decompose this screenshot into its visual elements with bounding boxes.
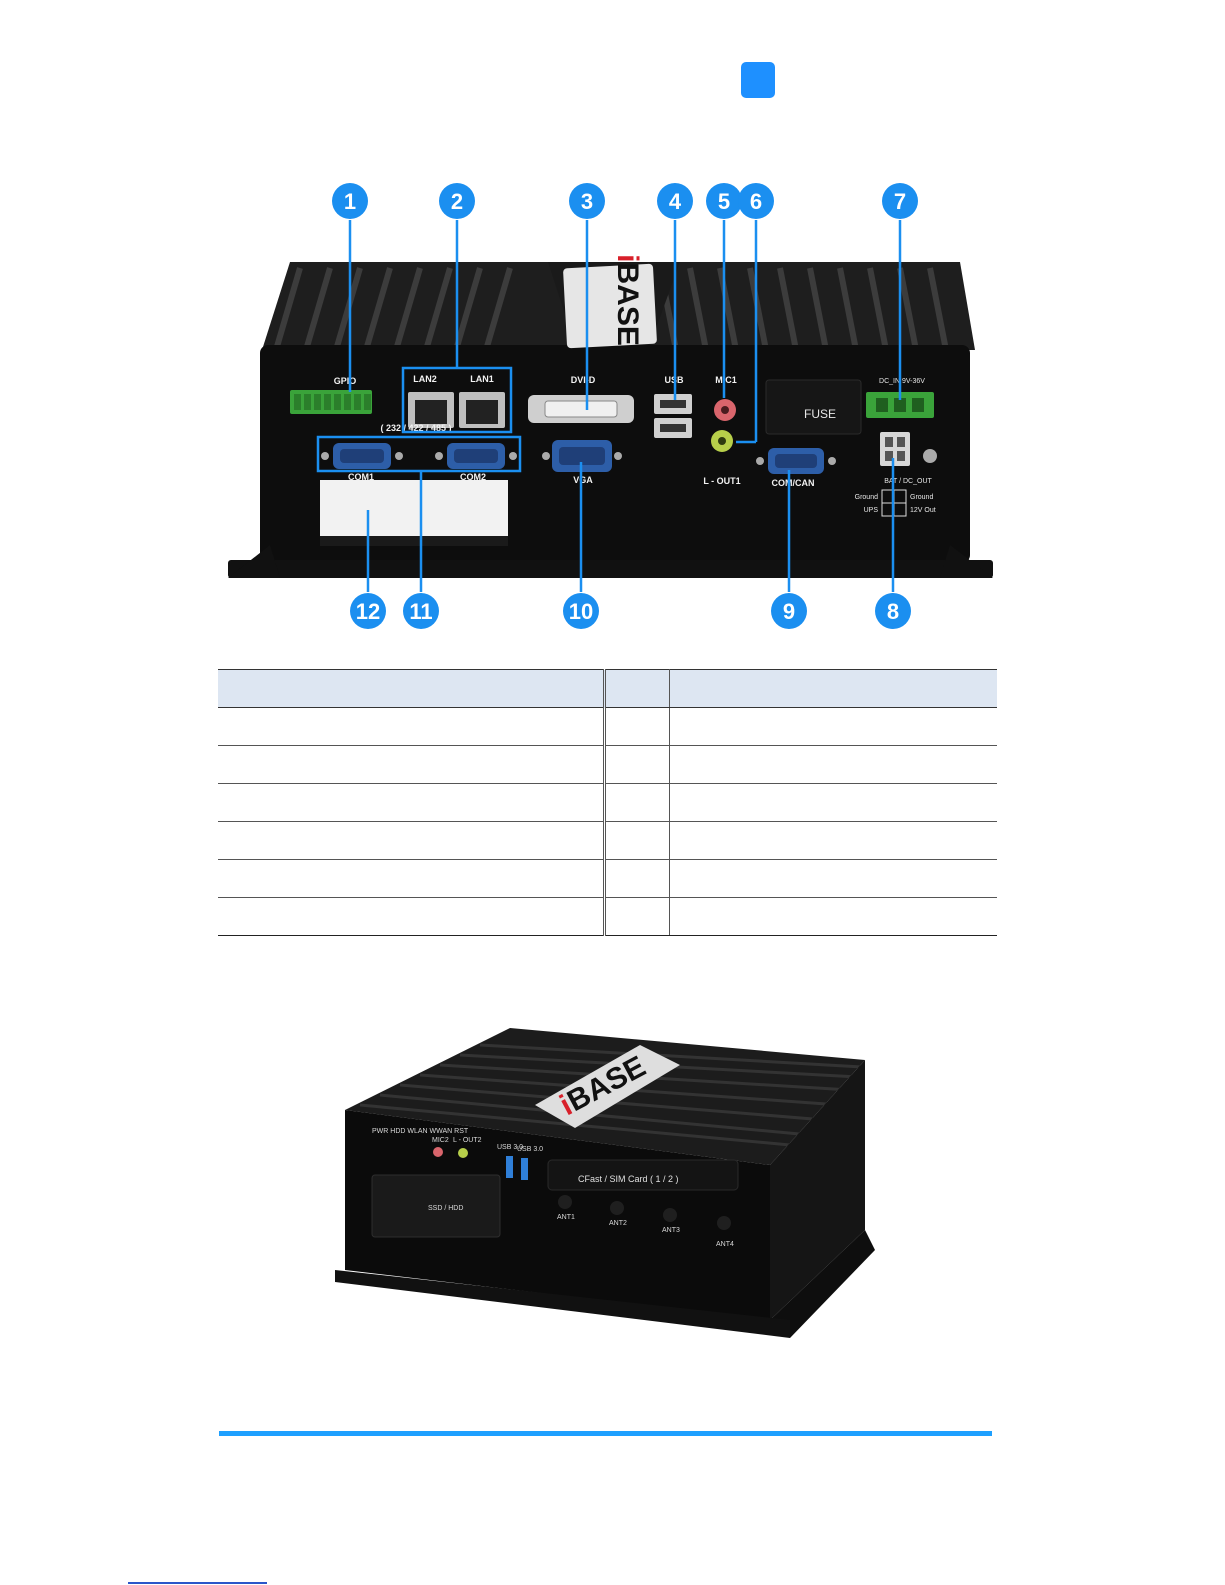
callout-6: 6	[738, 183, 774, 219]
chapter-badge	[741, 62, 775, 98]
table-row	[218, 821, 997, 860]
pin-ground-left: Ground	[855, 494, 878, 501]
ant4-connector	[717, 1216, 731, 1230]
pin-ups: UPS	[864, 507, 879, 514]
callout-8: 8	[875, 593, 911, 629]
fuse-label: FUSE	[804, 407, 836, 421]
com-types-label: ( 232 / 422 / 485 )	[380, 423, 451, 433]
lout2-jack	[458, 1148, 468, 1158]
svg-text:12: 12	[356, 599, 380, 624]
rear-logo-text: BASE	[611, 262, 644, 345]
com1-label: COM1	[348, 472, 374, 482]
svg-text:2: 2	[451, 189, 463, 214]
mic1-label: MIC1	[715, 375, 737, 385]
callout-11: 11	[403, 593, 439, 629]
svg-text:iBASE: iBASE	[611, 254, 644, 346]
lan-ports: LAN2 LAN1	[408, 374, 505, 428]
ant1-connector	[558, 1195, 572, 1209]
usb-b-label: USB 3.0	[517, 1146, 543, 1153]
table-header-cell	[604, 669, 670, 708]
cfast-sim-cover	[547, 1159, 739, 1191]
callout-10: 10	[563, 593, 599, 629]
gpio-label: GPIO	[334, 376, 357, 386]
pin-12v-out: 12V Out	[910, 507, 936, 514]
audio-jacks: MIC1 L - OUT1	[703, 375, 740, 486]
ant2-label: ANT2	[609, 1220, 627, 1227]
svg-text:11: 11	[409, 599, 432, 624]
expansion-slot	[320, 480, 508, 546]
fuse-cover: FUSE	[765, 379, 862, 435]
cfast-sim-label: CFast / SIM Card ( 1 / 2 )	[578, 1174, 679, 1184]
usb3-port-b	[521, 1158, 528, 1180]
table-row	[218, 783, 997, 822]
ant3-connector	[663, 1208, 677, 1222]
led-labels: PWR HDD WLAN WWAN RST	[372, 1128, 469, 1135]
gpio-connector: GPIO	[290, 376, 372, 414]
svg-text:1: 1	[344, 189, 356, 214]
table-row	[218, 707, 997, 746]
usb3-port-a	[506, 1156, 513, 1178]
com-can-port: COM/CAN	[756, 448, 836, 488]
callout-3: 3	[569, 183, 605, 219]
dvi-label: DVI-D	[571, 375, 596, 385]
callout-7: 7	[882, 183, 918, 219]
lout1-label: L - OUT1	[703, 476, 740, 486]
svg-text:6: 6	[750, 189, 762, 214]
svg-text:10: 10	[569, 599, 593, 624]
table-row	[218, 859, 997, 898]
table-header-row	[218, 669, 997, 708]
svg-text:5: 5	[718, 189, 730, 214]
svg-text:3: 3	[581, 189, 593, 214]
svg-text:8: 8	[887, 599, 899, 624]
vga-port: VGA	[542, 440, 622, 485]
com-highlight-box	[316, 435, 522, 473]
mic2-jack	[433, 1147, 443, 1157]
vga-label: VGA	[573, 475, 593, 485]
lan2-label: LAN2	[413, 374, 437, 384]
com2-label: COM2	[460, 472, 486, 482]
lout2-label: L - OUT2	[453, 1137, 482, 1144]
callout-4: 4	[657, 183, 693, 219]
footer-rule	[219, 1431, 992, 1436]
bat-dc-out-label: BAT / DC_OUT	[884, 478, 932, 485]
svg-text:9: 9	[783, 599, 795, 624]
com-ports: ( 232 / 422 / 485 ) COM1 COM2	[321, 423, 517, 482]
dvi-port: DVI-D	[528, 375, 634, 423]
com-can-label: COM/CAN	[772, 478, 815, 488]
front-view-figure: iBASE PWR HDD WLAN WWAN RST MIC2 L - OUT…	[335, 1028, 875, 1338]
rear-panel-figure: iBASE GPIO LAN2 LAN1 DVI-D USB	[228, 183, 993, 629]
callout-1: 1	[332, 183, 368, 219]
callout-9: 9	[771, 593, 807, 629]
table-header-cell	[218, 669, 274, 708]
mic2-label: MIC2	[432, 1137, 449, 1144]
callout-5: 5	[706, 183, 742, 219]
table-row	[218, 745, 997, 784]
usb-a-label: USB 3.0	[497, 1144, 523, 1151]
dc-in-label: DC_IN 9V-36V	[879, 378, 925, 385]
table-row	[218, 897, 997, 936]
callout-2: 2	[439, 183, 475, 219]
svg-text:7: 7	[894, 189, 906, 214]
ant3-label: ANT3	[662, 1227, 680, 1234]
rear-panel-table	[218, 669, 997, 936]
dc-in-connector: DC_IN 9V-36V	[866, 378, 934, 418]
callout-12: 12	[350, 593, 386, 629]
ant2-connector	[610, 1201, 624, 1215]
ssd-hdd-label: SSD / HDD	[428, 1205, 463, 1212]
table-header-cell	[273, 669, 606, 708]
ant1-label: ANT1	[557, 1214, 575, 1221]
callout-leaders	[348, 220, 902, 592]
footer-link-underline[interactable]	[128, 1582, 267, 1584]
rear-logo-accent: i	[611, 254, 644, 262]
ssd-hdd-bays	[371, 1174, 501, 1238]
svg-text:4: 4	[669, 189, 682, 214]
table-header-cell	[669, 669, 997, 708]
lan1-label: LAN1	[470, 374, 494, 384]
pin-ground-right: Ground	[910, 494, 933, 501]
ant4-label: ANT4	[716, 1241, 734, 1248]
